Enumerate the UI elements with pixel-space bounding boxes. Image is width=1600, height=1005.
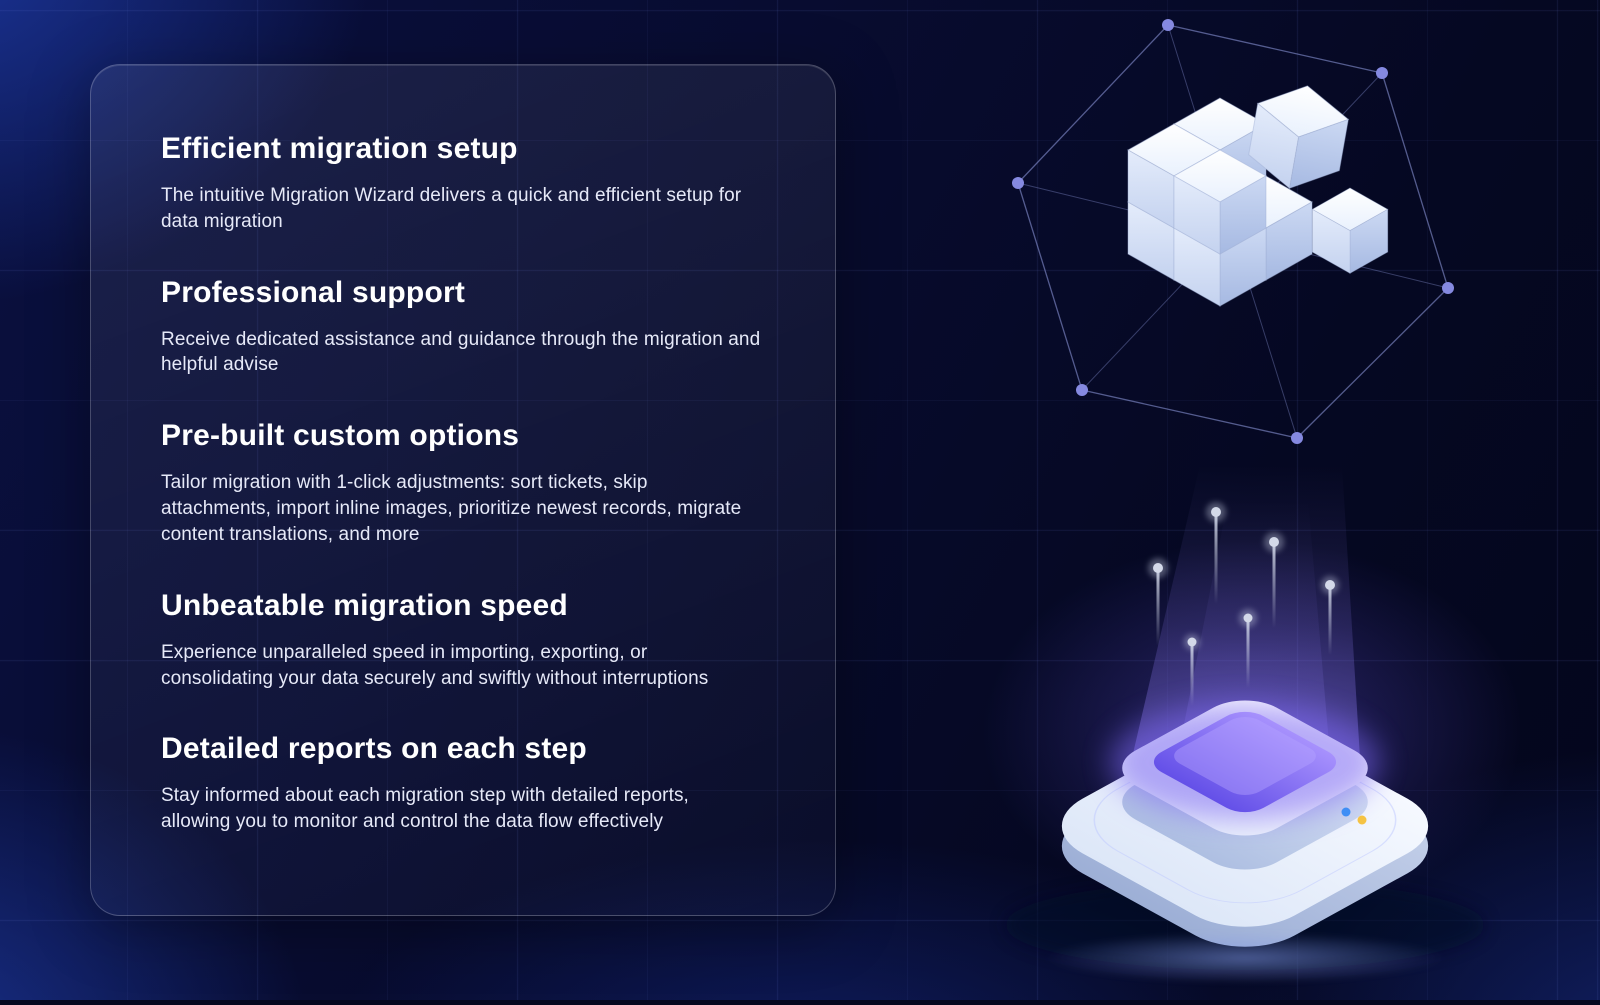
illustration (900, 0, 1600, 1000)
feature-title: Efficient migration setup (161, 132, 518, 165)
feature-item: Professional support Receive dedicated a… (161, 275, 765, 379)
feature-description: Experience unparalleled speed in importi… (161, 641, 709, 689)
feature-title: Detailed reports on each step (161, 732, 587, 766)
feature-description: Receive dedicated assistance and guidanc… (161, 328, 761, 376)
feature-title: Pre-built custom options (161, 419, 520, 453)
platform-pedestal (1110, 700, 1380, 870)
features-card: Efficient migration setup The intuitive … (90, 64, 836, 916)
indicator-lights-icon (1341, 807, 1367, 825)
platform-illustration (982, 465, 1522, 984)
feature-title: Unbeatable migration speed (161, 588, 568, 622)
platform-reflection (1045, 932, 1445, 984)
feature-description: Stay informed about each migration step … (161, 785, 689, 833)
isometric-scene (982, 19, 1522, 984)
feature-title: Professional support (161, 275, 466, 309)
network-node-icon (1012, 19, 1454, 444)
feature-item: Efficient migration setup The intuitive … (161, 131, 765, 235)
feature-item: Pre-built custom options Tailor migratio… (161, 418, 765, 547)
data-cube-icon (1127, 77, 1389, 307)
glow-surface (1153, 711, 1337, 813)
feature-description: Tailor migration with 1-click adjustment… (161, 472, 742, 545)
particles-icon (1148, 502, 1339, 706)
feature-description: The intuitive Migration Wizard delivers … (161, 185, 742, 232)
feature-item: Unbeatable migration speed Experience un… (161, 588, 765, 692)
feature-item: Detailed reports on each step Stay infor… (161, 731, 765, 835)
